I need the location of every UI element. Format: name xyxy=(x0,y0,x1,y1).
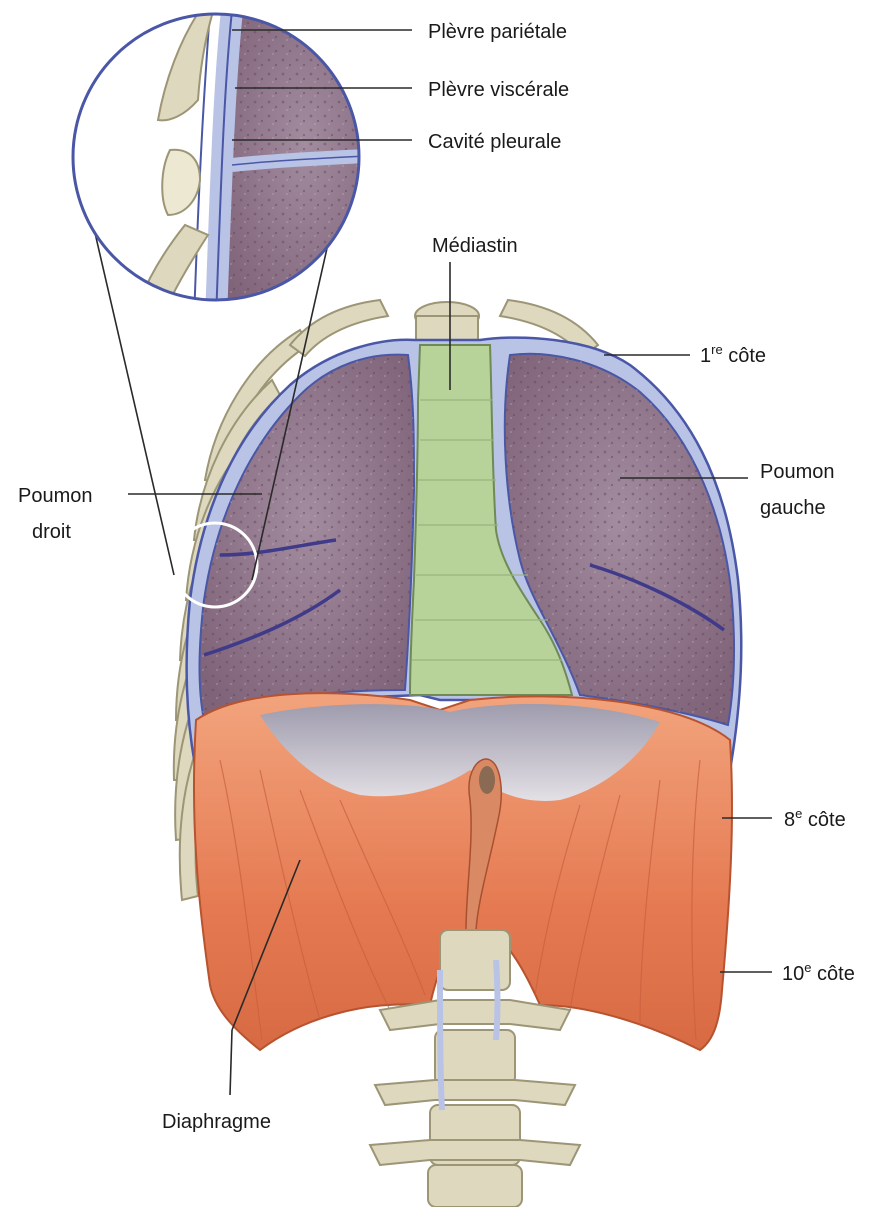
label-poumon-gauche-line1: Poumon xyxy=(760,461,835,483)
diaphragm xyxy=(194,693,732,1050)
label-plevre-viscerale: Plèvre viscérale xyxy=(428,79,569,101)
label-cote-8: 8e côte xyxy=(784,806,846,831)
label-plevre-parietale: Plèvre pariétale xyxy=(428,21,567,43)
label-poumon-droit-line2: droit xyxy=(32,521,71,543)
label-cote-1: 1re côte xyxy=(700,342,766,367)
label-cavite-pleurale: Cavité pleurale xyxy=(428,131,561,153)
label-mediastin: Médiastin xyxy=(432,235,518,257)
label-diaphragme: Diaphragme xyxy=(162,1111,271,1133)
label-poumon-gauche-line2: gauche xyxy=(760,497,826,519)
label-poumon-droit-line1: Poumon xyxy=(18,485,93,507)
label-cote-10: 10e côte xyxy=(782,960,855,985)
pleura-zoom-inset xyxy=(73,0,385,320)
